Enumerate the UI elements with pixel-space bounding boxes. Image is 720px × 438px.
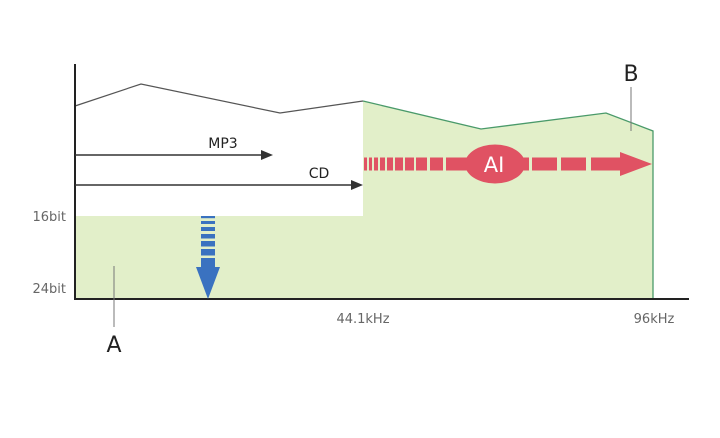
- upscaled-region: [75, 101, 653, 299]
- depth-arrow-dash: [201, 221, 215, 224]
- cd-label: CD: [309, 166, 330, 182]
- ai-label: AI: [484, 153, 505, 177]
- ai-badge: [465, 144, 525, 184]
- mp3-arrow: [75, 150, 273, 160]
- cd-arrow: [75, 180, 363, 190]
- depth-arrow-dash: [201, 249, 215, 256]
- x-label-96khz: 96kHz: [634, 312, 675, 327]
- ai-arrow-dash: [405, 157, 414, 171]
- upscaled-envelope-line: [362, 100, 654, 299]
- depth-arrow-head: [196, 267, 220, 299]
- y-label-24bit: 24bit: [32, 282, 66, 297]
- depth-arrow-dash: [201, 227, 215, 231]
- bit-depth-arrow: [196, 216, 220, 299]
- callout-a-label: A: [106, 333, 121, 358]
- callout-b-label: B: [623, 62, 638, 87]
- source-envelope-line: [74, 83, 364, 114]
- ai-arrow-dash: [532, 157, 557, 171]
- ai-arrow-dash: [395, 157, 403, 171]
- ai-arrow-dash: [416, 157, 427, 171]
- ai-arrow-dash: [387, 157, 393, 171]
- ai-arrow-dash: [523, 157, 529, 171]
- x-label-44khz: 44.1kHz: [336, 312, 389, 327]
- mp3-label: MP3: [208, 136, 237, 152]
- ai-arrow-dash: [374, 157, 378, 171]
- depth-arrow-dash: [201, 216, 215, 219]
- ai-arrow-dash: [364, 157, 367, 171]
- ai-arrow-dash: [380, 157, 385, 171]
- ai-arrow-dash: [446, 157, 462, 171]
- ai-arrow-dash: [561, 157, 586, 171]
- depth-arrow-dash: [201, 241, 215, 247]
- depth-arrow-dash: [201, 258, 215, 268]
- ai-arrow-dash: [591, 157, 621, 171]
- y-label-16bit: 16bit: [32, 210, 66, 225]
- depth-arrow-dash: [201, 234, 215, 239]
- ai-arrow-head: [620, 152, 652, 176]
- ai-arrow-dash: [369, 157, 372, 171]
- ai-frequency-arrow: [364, 152, 652, 176]
- ai-arrow-dash: [430, 157, 443, 171]
